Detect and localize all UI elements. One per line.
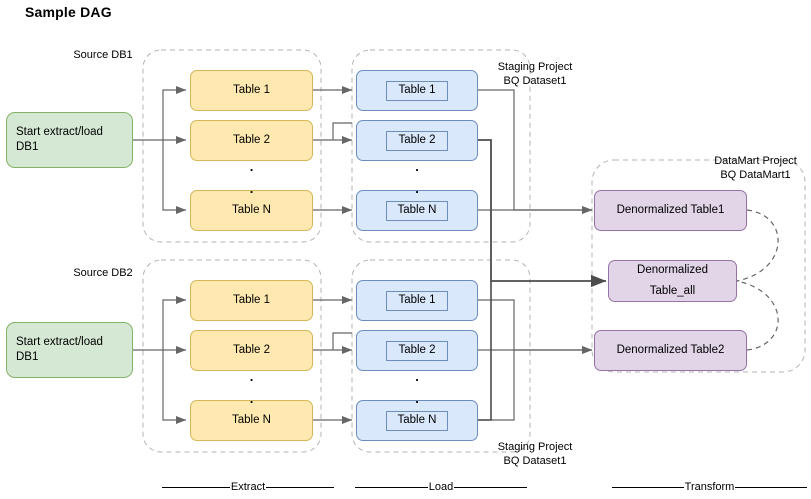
node-label: Table 2 xyxy=(398,344,436,356)
start-node-label: Start extract/load DB1 xyxy=(16,336,103,363)
phase-text: Load xyxy=(428,481,454,493)
node-label: Table 2 xyxy=(232,344,271,356)
denormalized-table-all[interactable]: Denormalized Table_all xyxy=(608,260,737,302)
node-label: Table N xyxy=(397,204,437,216)
node-label: Table 1 xyxy=(398,84,436,96)
group-label-staging-top: Staging Project BQ Dataset1 xyxy=(497,61,573,87)
extract-table-1-db2[interactable]: Table 1 xyxy=(190,280,313,321)
ellipsis-dot: . xyxy=(415,159,419,174)
phase-text: Transform xyxy=(684,481,735,493)
node-label: Denormalized Table2 xyxy=(616,344,725,356)
load-table-1-staging-top[interactable]: Table 1 xyxy=(356,70,478,111)
ellipsis-dot: . xyxy=(249,159,254,174)
node-label: Table N xyxy=(397,414,437,426)
start-node-label: Start extract/load DB1 xyxy=(16,126,103,153)
extract-table-n-db1[interactable]: Table N xyxy=(190,190,313,231)
phase-text: Extract xyxy=(230,481,266,493)
load-inner-box: Table 1 xyxy=(386,290,448,311)
extract-bottom-ellipsis: . . xyxy=(190,370,313,405)
load-top-ellipsis: . . xyxy=(356,160,478,195)
node-label: Table 2 xyxy=(398,134,436,146)
load-inner-box: Table N xyxy=(386,200,448,221)
extract-table-n-db2[interactable]: Table N xyxy=(190,400,313,441)
load-table-1-staging-bottom[interactable]: Table 1 xyxy=(356,280,478,321)
start-node-db1-top[interactable]: Start extract/load DB1 xyxy=(6,112,133,168)
load-inner-box: Table 2 xyxy=(386,340,448,361)
group-label-source-db1: Source DB1 xyxy=(73,49,133,61)
ellipsis-dot: . xyxy=(415,391,419,406)
node-label: Table N xyxy=(232,204,271,216)
node-label: Table N xyxy=(232,414,271,426)
node-label: Table 2 xyxy=(232,134,271,146)
ellipsis-dot: . xyxy=(249,369,254,384)
load-inner-box: Table 1 xyxy=(386,80,448,101)
page-title: Sample DAG xyxy=(25,4,112,20)
node-label: Table 1 xyxy=(232,294,271,306)
start-node-db1-bottom[interactable]: Start extract/load DB1 xyxy=(6,322,133,378)
load-table-n-staging-bottom[interactable]: Table N xyxy=(356,400,478,441)
extract-top-ellipsis: . . xyxy=(190,160,313,195)
ellipsis-dot: . xyxy=(415,181,419,196)
load-inner-box: Table 2 xyxy=(386,130,448,151)
load-bottom-ellipsis: . . xyxy=(356,370,478,405)
node-label: Denormalized Table_all xyxy=(637,264,708,297)
extract-table-2-db1[interactable]: Table 2 xyxy=(190,120,313,161)
ellipsis-dot: . xyxy=(415,369,419,384)
load-inner-box: Table N xyxy=(386,410,448,431)
ellipsis-dot: . xyxy=(249,181,254,196)
phase-label-load: Load xyxy=(355,481,528,493)
group-label-datamart: DataMart Project BQ DataMart1 xyxy=(714,155,797,181)
phase-label-transform: Transform xyxy=(612,481,807,493)
extract-table-2-db2[interactable]: Table 2 xyxy=(190,330,313,371)
group-label-source-db2: Source DB2 xyxy=(73,267,133,279)
denormalized-table2[interactable]: Denormalized Table2 xyxy=(594,330,747,371)
extract-table-1-db1[interactable]: Table 1 xyxy=(190,70,313,111)
node-label: Table 1 xyxy=(398,294,436,306)
node-label: Denormalized Table1 xyxy=(616,204,725,216)
load-table-2-staging-top[interactable]: Table 2 xyxy=(356,120,478,161)
node-label: Table 1 xyxy=(232,84,271,96)
load-table-2-staging-bottom[interactable]: Table 2 xyxy=(356,330,478,371)
denormalized-table1[interactable]: Denormalized Table1 xyxy=(594,190,747,231)
ellipsis-dot: . xyxy=(249,391,254,406)
load-table-n-staging-top[interactable]: Table N xyxy=(356,190,478,231)
group-label-staging-bottom: Staging Project BQ Dataset1 xyxy=(497,441,573,467)
phase-label-extract: Extract xyxy=(162,481,335,493)
